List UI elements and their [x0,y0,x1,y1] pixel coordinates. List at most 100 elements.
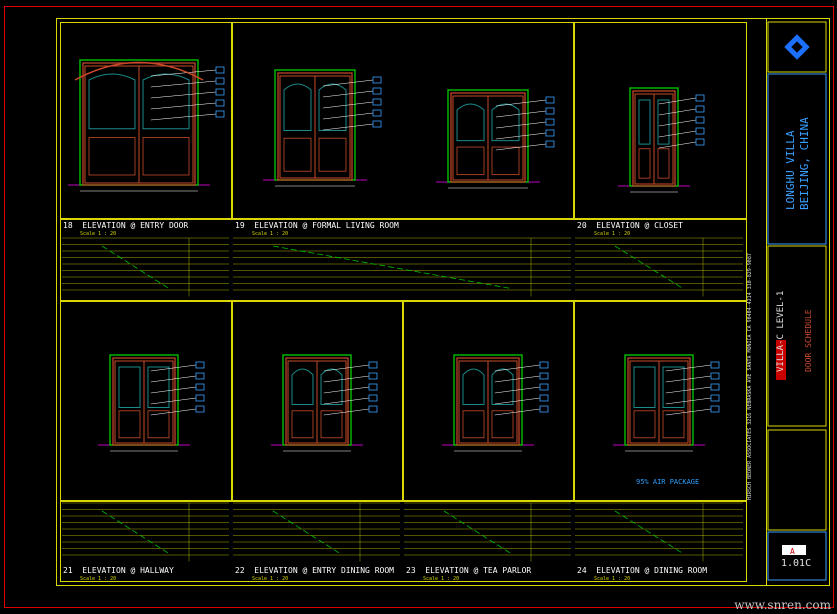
door-19b-tag [545,118,555,126]
door-18-tag [215,88,225,96]
door-18-panel [88,137,136,176]
door-21-tag [195,383,205,391]
elev-23-scale: Scale 1 : 20 [423,576,460,582]
cell-18 [60,22,233,220]
door-23-tag [539,383,549,391]
door-22-glass [291,368,314,405]
door-18-leader [150,102,217,110]
door-20-leader [658,130,697,138]
door-20-tag [695,105,705,113]
cell-24 [573,300,747,502]
project-name-box [767,73,827,245]
door-23-leader [494,397,541,405]
door-19b-leader [495,110,547,118]
door-19b-glass [456,103,485,142]
door-18-glass [88,73,136,130]
elev-20-title: 20 ELEVATION @ CLOSET [577,221,683,230]
sheet-number-highlight [782,545,806,555]
door-22-glass [320,368,343,405]
door-19a-panel [283,137,312,172]
door-22-leaf [316,360,347,444]
door-24-tag [710,405,720,413]
door-18-tag [215,66,225,74]
door-19a-leader [322,101,374,109]
door-18-tag [215,110,225,118]
door-23-leader [494,375,541,383]
schedule-18-diag [101,245,170,289]
elev-23-title: 23 ELEVATION @ TEA PARLOR [406,566,532,575]
project-name: LONGHU VILLA [784,130,797,210]
sheet-code: 1.01C [781,558,812,569]
door-19a-leader [322,123,374,131]
sheet-level: VILLA-C LEVEL-1 [776,290,786,372]
schedule-19-diag [272,245,512,289]
schedule-table-bottom [60,500,747,582]
schedule-23-diag [443,510,512,554]
door-19b-tag [545,96,555,104]
door-19b-leader [495,132,547,140]
door-24-leader [665,375,712,383]
door-20-panel [638,148,651,179]
door-22-tag [368,361,378,369]
door-24-leader [665,397,712,405]
schedule-20-diag [614,245,684,289]
door-22-tag [368,383,378,391]
door-19a-glass [283,83,312,131]
door-22-tag [368,405,378,413]
door-20-leader [658,119,697,127]
elev-19-title: 19 ELEVATION @ FORMAL LIVING ROOM [235,221,399,230]
door-19b-casing [450,92,526,183]
door-19a-glass [318,83,347,131]
elev-24-scale: Scale 1 : 20 [594,576,631,582]
door-24-tag [710,361,720,369]
door-24-leader [665,386,712,394]
schedule-21-diag [101,510,170,554]
elev-22-title: 22 ELEVATION @ ENTRY DINING ROOM [235,566,394,575]
door-22-panel [320,410,343,439]
door-24-tag [710,394,720,402]
schedule-24-diag [614,510,684,554]
door-21-leader [150,408,197,416]
door-22-casing [285,357,349,446]
title-block [766,18,830,586]
door-18-tag [215,99,225,107]
cell-23 [402,300,575,502]
door-21-leader [150,364,197,372]
door-22-leader [323,375,370,383]
elev-18-scale: Scale 1 : 20 [80,231,117,237]
elev-19-scale: Scale 1 : 20 [252,231,289,237]
door-23-tag [539,372,549,380]
door-23-glass [462,368,485,405]
door-18-leader [150,91,217,99]
door-22-leader [323,364,370,372]
door-20-panel [657,148,670,179]
door-21-glass [118,366,141,408]
door-19a-tag [372,120,382,128]
door-22-tag [368,394,378,402]
door-22-tag [368,372,378,380]
door-19a-tag [372,87,382,95]
door-21-leader [150,397,197,405]
outer-frame [4,6,834,608]
door-23-glass [491,368,514,405]
sheet-number-box [767,531,827,581]
elev-18-title: 18 ELEVATION @ ENTRY DOOR [63,221,189,230]
door-23-panel [462,410,485,439]
logo-icon [784,34,810,60]
door-19b-panel [456,146,485,176]
project-city: BEIJING, CHINA [798,117,811,210]
cell-19 [231,22,575,220]
door-21-leader [150,375,197,383]
door-20-glass [638,99,651,145]
door-23-panel [491,410,514,439]
door-20-leader [658,108,697,116]
door-21-tag [195,394,205,402]
door-19a-tag [372,109,382,117]
door-18-leader [150,69,217,77]
door-19a-leader [322,112,374,120]
door-19b-leader [495,99,547,107]
cell-20 [573,22,747,220]
